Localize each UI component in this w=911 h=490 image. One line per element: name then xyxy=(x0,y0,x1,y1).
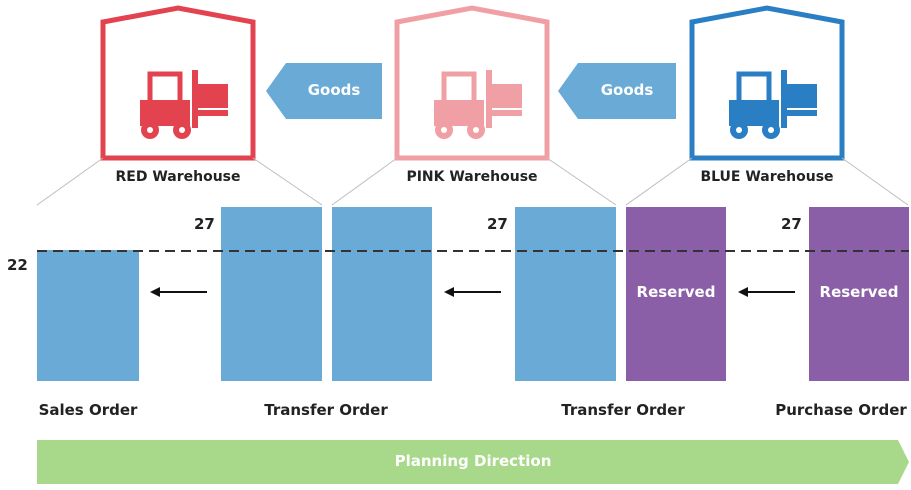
transfer-order-bar-red xyxy=(221,207,322,381)
transfer-order-bar-pink-out xyxy=(515,207,616,381)
transfer-order-2-quantity: 27 xyxy=(487,215,508,233)
sales-order-bar xyxy=(37,250,139,381)
goods-arrow-right-label: Goods xyxy=(600,81,654,99)
sales-order-label: Sales Order xyxy=(38,401,138,419)
reserved-bar-blue xyxy=(626,207,726,381)
arrow-left-icon xyxy=(444,287,501,297)
sales-order-quantity: 22 xyxy=(7,256,28,274)
transfer-order-1-label: Transfer Order xyxy=(264,401,388,419)
forklift-icon xyxy=(729,70,817,139)
purchase-order-bar xyxy=(809,207,909,381)
purchase-order-label: Purchase Order xyxy=(775,401,907,419)
goods-arrow-left-label: Goods xyxy=(307,81,361,99)
arrow-left-icon xyxy=(150,287,207,297)
reserved-label-purchase: Reserved xyxy=(819,283,899,301)
goods-arrow-left xyxy=(266,63,382,119)
transfer-order-bar-pink-in xyxy=(332,207,432,381)
blue-warehouse-label: BLUE Warehouse xyxy=(700,169,834,185)
forklift-icon xyxy=(140,70,228,139)
arrow-left-icon xyxy=(738,287,795,297)
forklift-icon xyxy=(434,70,522,139)
purchase-order-quantity: 27 xyxy=(781,215,802,233)
perspective-lines xyxy=(36,157,909,206)
reserved-label-blue: Reserved xyxy=(636,283,716,301)
pink-warehouse-label: PINK Warehouse xyxy=(406,169,538,185)
transfer-order-1-quantity: 27 xyxy=(194,215,215,233)
goods-arrow-right xyxy=(558,63,676,119)
transfer-order-2-label: Transfer Order xyxy=(561,401,685,419)
planning-direction-label: Planning Direction xyxy=(394,452,552,470)
planning-direction-arrow xyxy=(37,440,909,484)
red-warehouse-label: RED Warehouse xyxy=(115,169,241,185)
